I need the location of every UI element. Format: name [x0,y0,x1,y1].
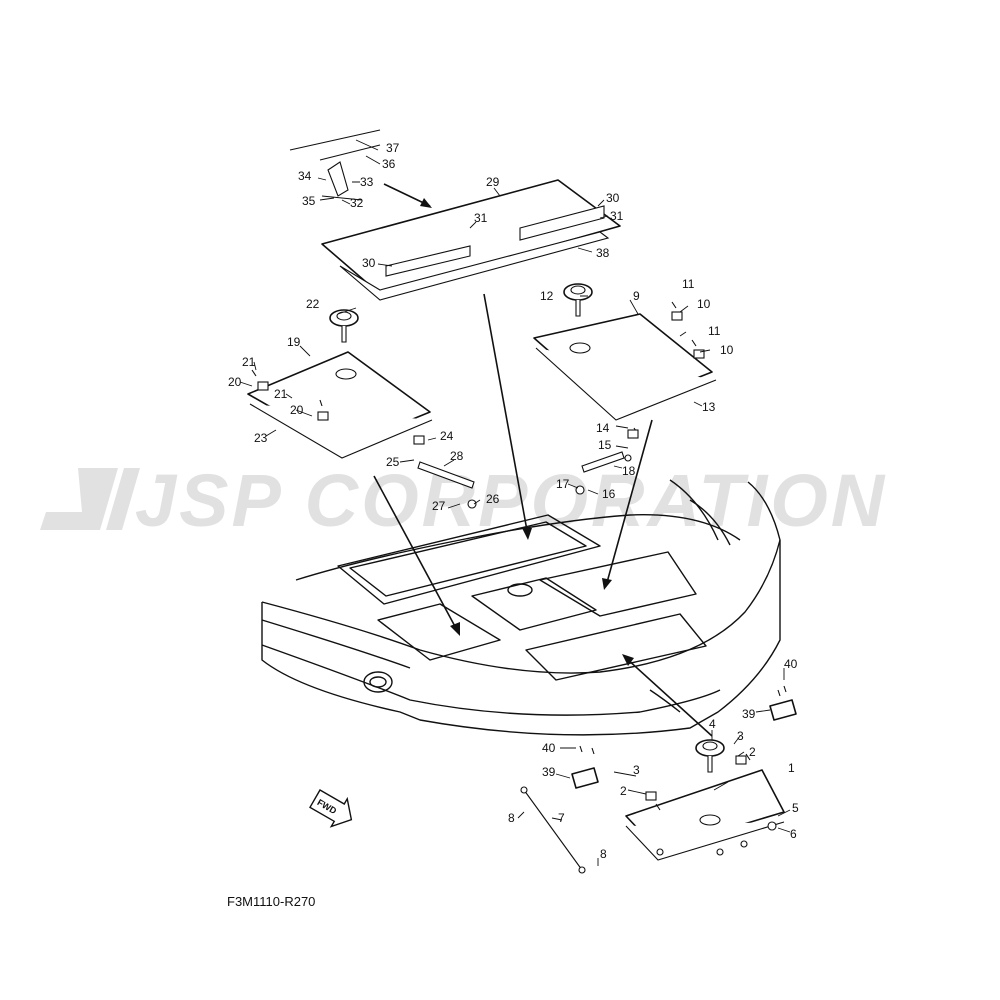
callout-33: 33 [360,175,374,189]
callout-32: 32 [350,196,364,210]
watermark-logo-mark [40,468,140,530]
callout-28: 28 [450,449,464,463]
callout-35: 35 [302,194,316,208]
callout-3a: 3 [633,763,640,777]
callout-6: 6 [790,827,797,841]
callout-13: 13 [702,400,716,414]
callout-11b: 11 [708,324,721,338]
callout-11a: 11 [682,277,695,291]
callout-2a: 2 [620,784,627,798]
callout-15: 15 [598,438,612,452]
callout-27: 27 [432,499,446,513]
callout-8b: 8 [600,847,607,861]
callouts: 37 36 34 33 35 32 29 31 30 31 30 38 12 9… [228,141,799,861]
callout-8a: 8 [508,811,515,825]
callout-40a: 40 [542,741,556,755]
callout-25: 25 [386,455,400,469]
callout-16: 16 [602,487,616,501]
assembly-arrows [373,183,713,737]
hatch-cover-9[interactable] [533,313,717,421]
callout-31a: 31 [474,211,488,225]
callout-10a: 10 [697,297,711,311]
callout-18: 18 [622,464,636,478]
callout-2b: 2 [749,745,756,759]
forward-arrow-icon [309,789,353,828]
watermark: JSP CORPORATION [40,459,887,542]
callout-9: 9 [633,289,640,303]
callout-30b: 30 [606,191,620,205]
callout-23: 23 [254,431,268,445]
hatch-lid-29[interactable] [321,179,621,301]
watermark-text: JSP CORPORATION [135,459,887,542]
callout-7: 7 [558,811,565,825]
callout-4: 4 [709,717,716,731]
lanyard-7[interactable] [520,786,586,874]
fastener-set [251,301,787,856]
callout-39b: 39 [742,707,756,721]
callout-20a: 20 [228,375,242,389]
diagram-code: F3M1110-R270 [227,894,315,909]
callout-29: 29 [486,175,500,189]
gas-spring-28[interactable] [417,461,475,489]
gas-spring-18[interactable] [581,451,625,473]
drain-plug-4[interactable] [695,739,725,773]
callout-14: 14 [596,421,610,435]
forward-direction-badge: FWD [309,789,353,828]
callout-12: 12 [540,289,554,303]
callout-36: 36 [382,157,396,171]
drain-plug-12[interactable] [563,283,593,317]
leader-lines [239,139,791,866]
callout-17: 17 [556,477,570,491]
callout-3b: 3 [737,729,744,743]
bracket-39-right[interactable] [769,699,797,721]
callout-39a: 39 [542,765,556,779]
callout-30a: 30 [362,256,376,270]
callout-1: 1 [788,761,795,775]
callout-10b: 10 [720,343,734,357]
callout-37: 37 [386,141,400,155]
callout-22: 22 [306,297,320,311]
hatch-cover-19[interactable] [247,351,433,459]
callout-26: 26 [486,492,500,506]
drain-plug-22[interactable] [329,309,359,343]
callout-5: 5 [792,801,799,815]
hatch-cover-1[interactable] [625,769,785,861]
callout-34: 34 [298,169,312,183]
callout-21a: 21 [242,355,256,369]
callout-20b: 20 [290,403,304,417]
bracket-39-left[interactable] [571,767,599,789]
callout-21b: 21 [274,387,288,401]
callout-24: 24 [440,429,454,443]
callout-40b: 40 [784,657,798,671]
callout-31b: 31 [610,209,624,223]
hull-deck [261,479,781,736]
callout-38: 38 [596,246,610,260]
callout-19: 19 [287,335,301,349]
hinge-assembly-32[interactable] [289,129,381,201]
